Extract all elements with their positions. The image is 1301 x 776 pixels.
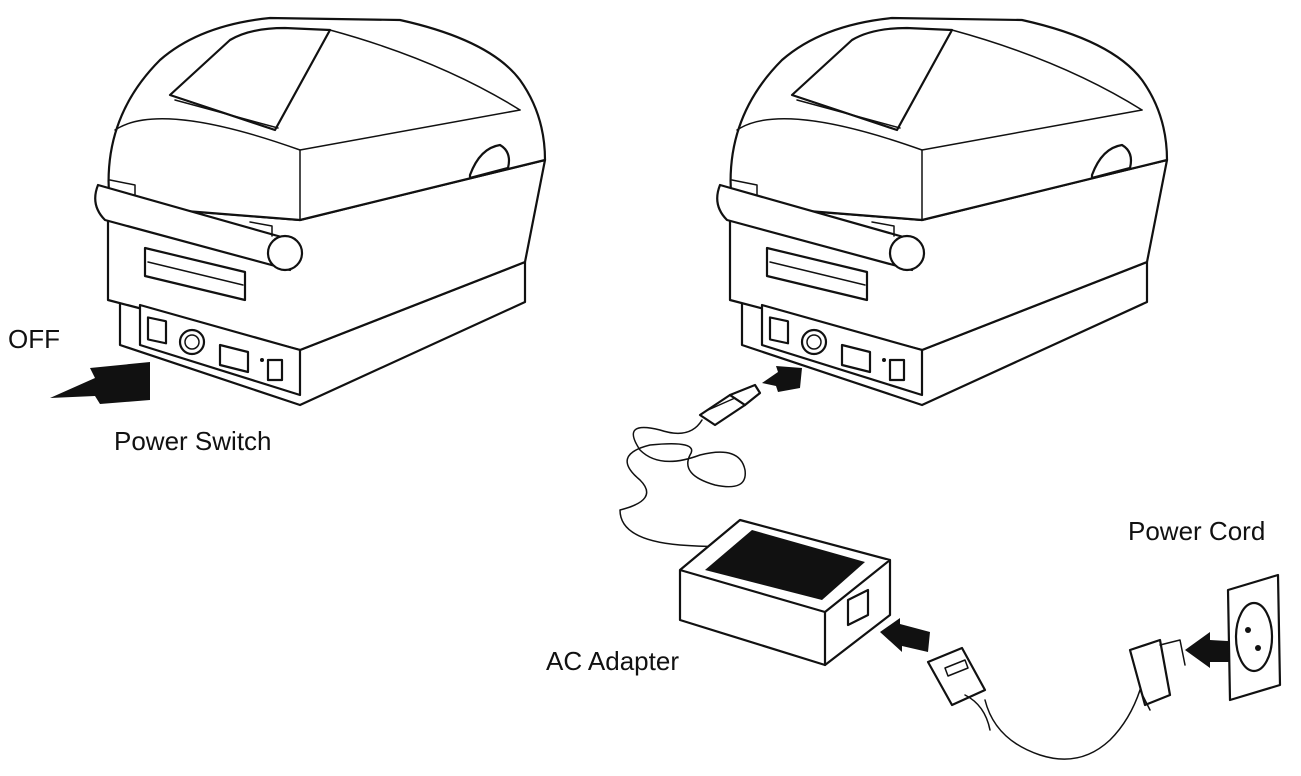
ac-connector-icon [926,646,991,731]
arrow-to-port-icon [762,366,802,392]
wall-socket-icon [1226,573,1282,702]
power-switch-label: Power Switch [114,426,272,456]
ac-adapter-icon [678,518,892,667]
off-label: OFF [8,324,60,354]
dc-plug-icon [698,383,762,427]
printer-right-icon [716,16,1169,407]
printer-left-icon [94,16,547,407]
ac-adapter-label: AC Adapter [546,646,679,676]
dc-cable-icon [619,419,746,548]
ac-cable-icon [984,689,1141,760]
arrow-to-adapter-icon [880,618,930,652]
arrow-to-switch-icon [50,362,150,404]
wall-plug-icon [1128,638,1186,711]
power-cord-label: Power Cord [1128,516,1266,546]
